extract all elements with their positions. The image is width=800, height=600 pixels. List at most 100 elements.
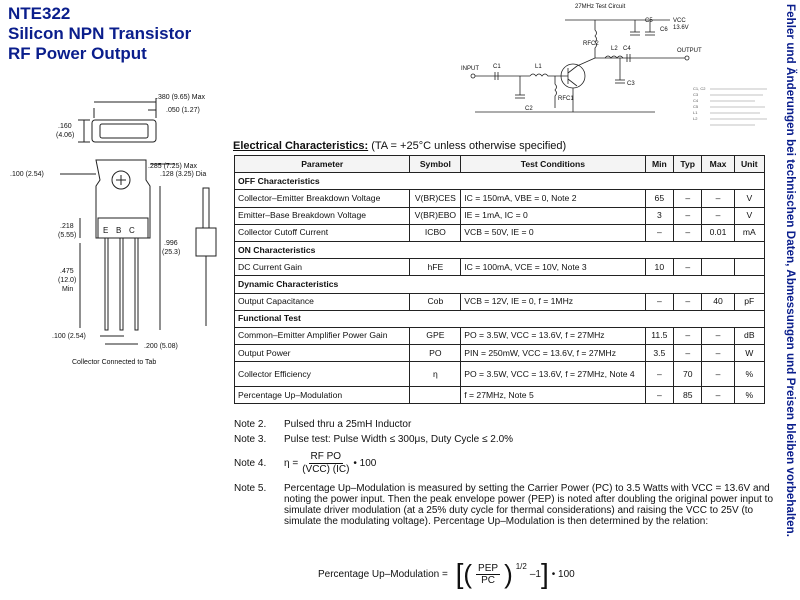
c5-label: C5	[645, 18, 653, 24]
circuit-title: 27MHz Test Circuit	[575, 4, 626, 10]
unit-cell: dB	[733, 326, 766, 346]
formula-denominator: PC	[481, 574, 495, 586]
note-3-label: Note	[234, 434, 256, 446]
l2-label: L2	[611, 46, 618, 52]
svg-text:C4: C4	[693, 98, 699, 103]
note-3: Note 3. Pulse test: Pulse Width ≤ 300μs,…	[234, 434, 774, 445]
col-header-min: Min	[644, 154, 675, 174]
section-title: OFF Characteristics	[234, 172, 765, 191]
min-cell: –	[644, 361, 675, 388]
svg-text:C1, C2: C1, C2	[693, 86, 706, 91]
dim-160-label: .160	[58, 123, 72, 130]
efficiency-fraction: RF PO (VCC) (IC)	[302, 451, 349, 474]
param-cell: Emitter–Base Breakdown Voltage	[233, 206, 411, 225]
param-cell: Output Power	[233, 344, 411, 363]
pin-c-label: C	[129, 226, 135, 235]
output-label: OUTPUT	[677, 48, 702, 54]
pin-e-label: E	[103, 226, 108, 235]
note-2-text: Pulsed thru a 25mH Inductor	[284, 419, 412, 430]
section-title: Functional Test	[234, 309, 765, 328]
param-cell: DC Current Gain	[233, 258, 411, 277]
typ-cell: –	[673, 344, 703, 363]
conditions-cell: PO = 3.5W, VCC = 13.6V, f = 27MHz	[460, 326, 646, 346]
device-application: RF Power Output	[8, 44, 147, 63]
max-cell	[701, 258, 735, 277]
rfc2-label: RFC2	[583, 41, 599, 47]
eta-symbol: η =	[284, 457, 299, 469]
col-header-max: Max	[701, 154, 735, 174]
note-5-text: Percentage Up–Modulation is measured by …	[284, 482, 774, 528]
section-row: Dynamic Characteristics	[234, 275, 765, 294]
unit-cell: pF	[733, 292, 766, 311]
formula-left-bracket: [	[447, 558, 464, 589]
max-cell: –	[701, 344, 735, 363]
formula-numerator: PEP	[476, 562, 501, 575]
dim-pitch-label: .100 (2.54)	[52, 333, 86, 340]
dim-996-label: .996	[164, 240, 178, 247]
col-header-symbol: Symbol	[409, 154, 462, 174]
section-row: ON Characteristics	[234, 240, 765, 260]
l1-label: L1	[535, 64, 542, 70]
disclaimer-vertical-text: Fehler und Änderungen bei technischen Da…	[784, 4, 796, 538]
formula-label: Percentage Up–Modulation =	[318, 568, 448, 580]
efficiency-equation: η = RF PO (VCC) (IC) • 100	[284, 451, 376, 474]
typ-cell: –	[673, 206, 703, 225]
device-type: Silicon NPN Transistor	[8, 24, 192, 43]
note-3-text: Pulse test: Pulse Width ≤ 300μs, Duty Cy…	[284, 434, 514, 446]
note-5: Note 5. Percentage Up–Modulation is meas…	[234, 483, 774, 528]
symbol-cell: ICBO	[409, 223, 462, 242]
typ-cell: –	[673, 223, 703, 242]
min-cell: –	[644, 292, 675, 311]
pin-b-label: B	[116, 226, 121, 235]
symbol-cell	[409, 386, 462, 405]
document-title-block: NTE322 Silicon NPN Transistor RF Power O…	[8, 4, 191, 64]
conditions-cell: f = 27MHz, Note 5	[460, 386, 646, 405]
dim-996-mm-label: (25.3)	[162, 249, 180, 256]
section-row: OFF Characteristics	[234, 172, 765, 191]
dim-285-label: .285 (7.25) Max	[148, 163, 198, 170]
conditions-cell: PIN = 250mW, VCC = 13.6V, f = 27MHz	[460, 344, 646, 363]
col-header-typ: Typ	[673, 154, 703, 174]
dim-hole-label: .128 (3.25) Dia	[160, 171, 206, 178]
conditions-cell: PO = 3.5W, VCC = 13.6V, f = 27MHz, Note …	[460, 361, 646, 388]
dim-218-label: .218	[60, 223, 74, 230]
note-4-number: 4.	[257, 457, 267, 469]
formula-exponent: 1/2	[515, 561, 527, 571]
param-cell: Output Capacitance	[233, 292, 411, 311]
dim-160-mm-label: (4.06)	[56, 132, 74, 139]
svg-text:L2: L2	[693, 116, 698, 121]
svg-text:C5: C5	[693, 104, 699, 109]
conditions-cell: IC = 150mA, VBE = 0, Note 2	[460, 189, 646, 208]
note-5-number: 5.	[257, 482, 267, 494]
min-cell: 3.5	[644, 344, 675, 363]
unit-cell	[733, 258, 766, 277]
unit-cell: V	[733, 206, 766, 225]
max-cell: –	[701, 361, 735, 388]
max-cell: –	[701, 386, 735, 405]
c4-label: C4	[623, 46, 631, 52]
conditions-cell: IC = 100mA, VCE = 10V, Note 3	[460, 258, 646, 277]
col-header-unit: Unit	[733, 154, 766, 174]
note-4-label: Note	[234, 457, 256, 469]
min-cell: –	[644, 386, 675, 405]
typ-cell: –	[673, 189, 703, 208]
formula-left-paren: (	[463, 559, 473, 589]
notes-section: Note 2. Pulsed thru a 25mH Inductor Note…	[234, 419, 774, 532]
typ-cell: 85	[673, 386, 703, 405]
symbol-cell: GPE	[409, 326, 462, 346]
symbol-cell: hFE	[409, 258, 462, 277]
formula-minus: –1	[529, 568, 541, 580]
c6-label: C6	[660, 27, 668, 33]
note-2-label: Note	[234, 419, 256, 430]
conditions-cell: VCB = 12V, IE = 0, f = 1MHz	[460, 292, 646, 311]
electrical-heading-condition: (TA = +25°C unless otherwise specified)	[371, 140, 567, 152]
typ-cell: 70	[673, 361, 703, 388]
package-caption: Collector Connected to Tab	[72, 359, 156, 366]
